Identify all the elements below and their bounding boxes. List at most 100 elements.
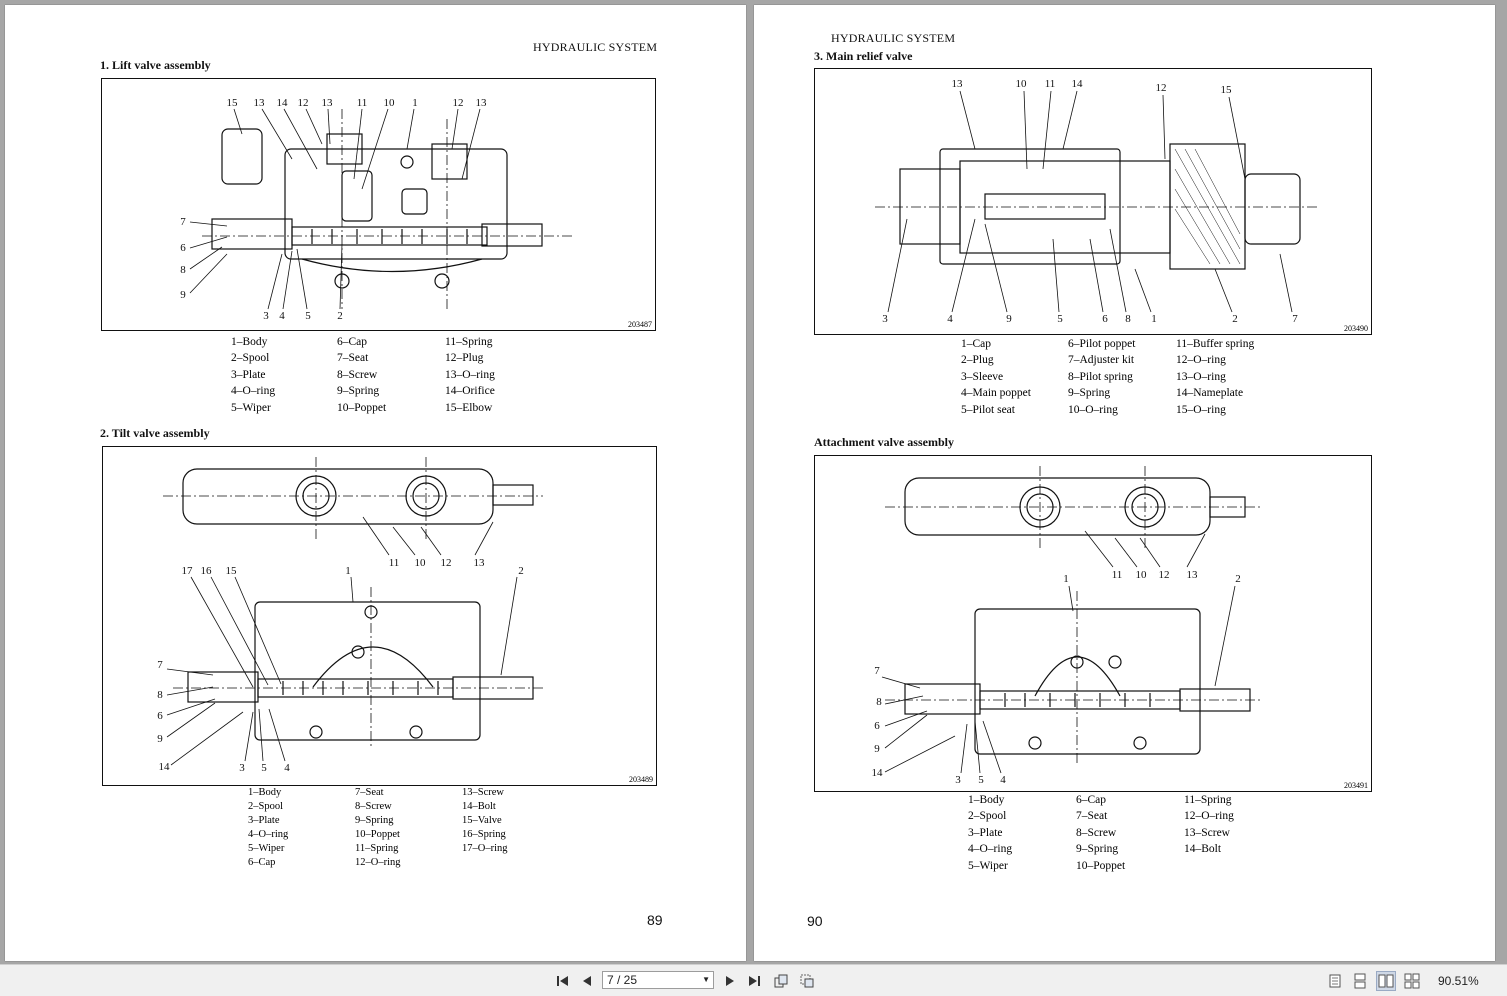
continuous-icon[interactable] <box>1350 971 1370 991</box>
legend-item: 12–O–ring <box>1184 810 1234 823</box>
callout-label: 7 <box>180 216 186 228</box>
callout-label: 1 <box>1151 313 1157 325</box>
legend-item <box>462 856 552 870</box>
first-page-icon[interactable] <box>553 971 573 991</box>
legend-item: 6–Cap <box>337 336 368 348</box>
leader-line <box>327 108 331 145</box>
leader-line <box>1052 238 1060 313</box>
callout-label: 11 <box>389 557 400 569</box>
leader-line <box>974 720 981 774</box>
leader-line <box>339 243 343 310</box>
prev-page-icon[interactable] <box>577 971 597 991</box>
page-number: 89 <box>647 912 663 928</box>
leader-line <box>283 108 318 170</box>
two-page-continuous-icon[interactable] <box>1402 971 1422 991</box>
leader-line <box>1114 537 1138 568</box>
leader-line <box>189 236 228 249</box>
callout-label: 6 <box>1102 313 1108 325</box>
legend-item: 12–Plug <box>445 352 484 365</box>
callout-label: 10 <box>1016 78 1028 90</box>
page-selector[interactable]: 7 / 25 ▼ <box>602 971 714 989</box>
legend-item: 1–Body <box>231 336 268 348</box>
legend-item: 2–Spool <box>968 810 1007 823</box>
legend-item: 7–Adjuster kit <box>1068 354 1135 367</box>
two-page-icon[interactable] <box>1376 971 1396 991</box>
callout-label: 2 <box>518 565 524 577</box>
leader-line <box>189 253 228 294</box>
section-title-tilt-valve: 2. Tilt valve assembly <box>100 426 210 440</box>
leader-line <box>1228 96 1246 180</box>
legend-item: 7–Seat <box>1076 810 1108 823</box>
leader-line <box>960 723 968 774</box>
legend-item <box>1184 858 1274 874</box>
legend-item: 11–Buffer spring <box>1176 338 1255 350</box>
legend-item: 6–Pilot poppet <box>1068 338 1136 350</box>
legend-item: 9–Spring <box>337 385 380 398</box>
legend-item: 10–O–ring <box>1068 403 1118 416</box>
leader-line <box>951 218 976 313</box>
callout-label: 7 <box>1292 313 1298 325</box>
callout-label: 4 <box>1000 774 1006 786</box>
callout-label: 15 <box>1221 84 1233 96</box>
document-viewport[interactable]: HYDRAULIC SYSTEM 1. Lift valve assembly <box>0 0 1507 964</box>
legend-item: 15–O–ring <box>1176 403 1226 416</box>
callout-label: 12 <box>298 97 309 109</box>
callout-label: 7 <box>874 665 880 677</box>
leader-line <box>233 108 243 135</box>
leader-line <box>1139 537 1161 568</box>
callout-label: 7 <box>157 659 163 671</box>
leader-line <box>1109 228 1127 313</box>
leader-line <box>406 108 415 150</box>
leader-line <box>305 108 323 145</box>
next-page-icon[interactable] <box>720 971 740 991</box>
legend-item: 9–Spring <box>1068 387 1111 400</box>
leader-line <box>166 702 216 738</box>
page-89: HYDRAULIC SYSTEM 1. Lift valve assembly <box>5 5 746 961</box>
legend-item: 10–Poppet <box>355 828 400 840</box>
legend-item: 16–Spring <box>462 828 506 840</box>
leader-line <box>1214 585 1236 687</box>
callout-label: 13 <box>476 97 488 109</box>
legend-item: 9–Spring <box>355 814 394 826</box>
legend-item: 7–Seat <box>337 352 369 365</box>
legend-item: 7–Seat <box>355 787 384 798</box>
legend-item: 14–Nameplate <box>1176 387 1244 400</box>
callout-label: 15 <box>226 565 238 577</box>
fit-icon[interactable] <box>797 971 817 991</box>
single-page-icon[interactable] <box>1325 971 1345 991</box>
callout-label: 3 <box>882 313 888 325</box>
callout-label: 3 <box>263 310 269 322</box>
last-page-icon[interactable] <box>744 971 764 991</box>
rotate-icon[interactable] <box>771 971 791 991</box>
callout-label: 3 <box>239 762 245 774</box>
zoom-level[interactable]: 90.51% <box>1438 974 1479 988</box>
callout-label: 13 <box>1187 569 1199 581</box>
section-title-attachment-valve: Attachment valve assembly <box>814 435 954 449</box>
leader-line <box>474 521 494 556</box>
leader-line <box>984 223 1008 313</box>
legend-item: 10–Poppet <box>337 401 387 414</box>
legend-item: 12–O–ring <box>355 856 401 868</box>
callout-label: 10 <box>415 557 427 569</box>
leader-line <box>353 108 363 180</box>
leader-line <box>189 221 228 227</box>
callout-label: 10 <box>384 97 396 109</box>
legend-item: 8–Pilot spring <box>1068 370 1133 383</box>
legend-item: 2–Spool <box>248 800 284 812</box>
legend-item: 5–Pilot seat <box>961 403 1015 416</box>
legend-item: 5–Wiper <box>231 401 271 414</box>
callout-label: 3 <box>955 774 961 786</box>
callout-label: 2 <box>1235 573 1241 585</box>
leader-line <box>170 711 244 766</box>
leader-line <box>1084 530 1114 568</box>
leader-line <box>350 576 354 603</box>
leader-line <box>1186 533 1206 568</box>
leader-line <box>461 108 481 180</box>
leader-line <box>1042 90 1052 170</box>
leader-line <box>268 708 286 762</box>
legend-item: 9–Spring <box>1076 843 1119 856</box>
